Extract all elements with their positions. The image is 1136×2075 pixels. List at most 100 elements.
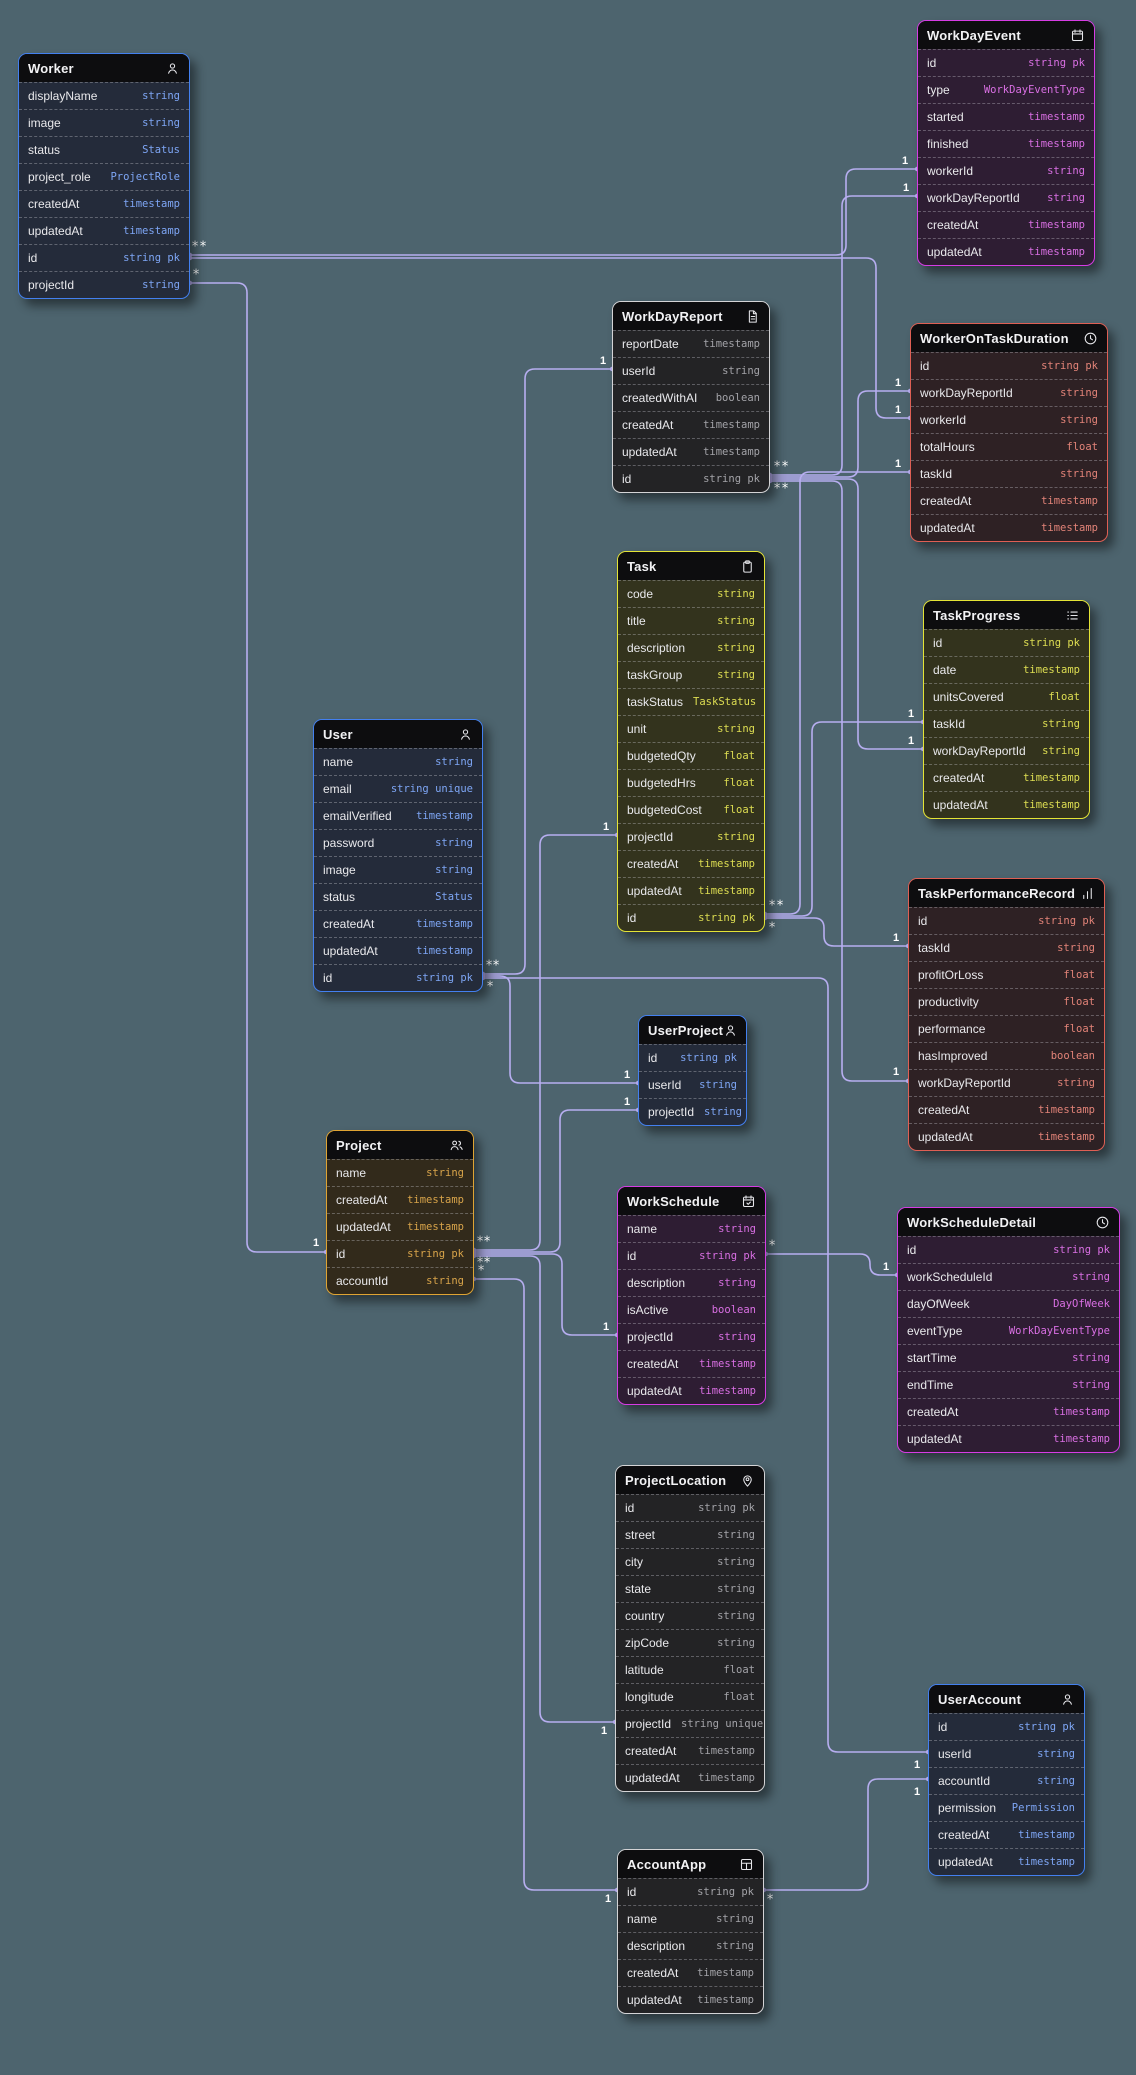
relationship-line[interactable] xyxy=(770,195,917,476)
relationship-line[interactable] xyxy=(770,390,910,478)
table-header[interactable]: UserAccount xyxy=(929,1685,1084,1713)
table-header[interactable]: WorkDayReport xyxy=(613,302,769,330)
relationship-line[interactable] xyxy=(770,478,923,750)
relationship-line[interactable] xyxy=(474,1255,615,1723)
relationship-line[interactable] xyxy=(765,917,908,947)
relationship-line[interactable] xyxy=(770,480,908,1082)
relationship-line[interactable] xyxy=(765,471,910,915)
relationship-line[interactable] xyxy=(474,1253,617,1336)
relationship-line[interactable] xyxy=(190,168,917,256)
relationship-line[interactable] xyxy=(190,282,326,1253)
table-header[interactable]: WorkSchedule xyxy=(618,1187,765,1215)
relationship-line[interactable] xyxy=(474,1109,638,1253)
table-header[interactable]: TaskPerformanceRecord xyxy=(909,879,1104,907)
table-header[interactable]: WorkerOnTaskDuration xyxy=(911,324,1107,352)
relationship-line[interactable] xyxy=(474,1278,617,1891)
table-header[interactable]: Task xyxy=(618,552,764,580)
